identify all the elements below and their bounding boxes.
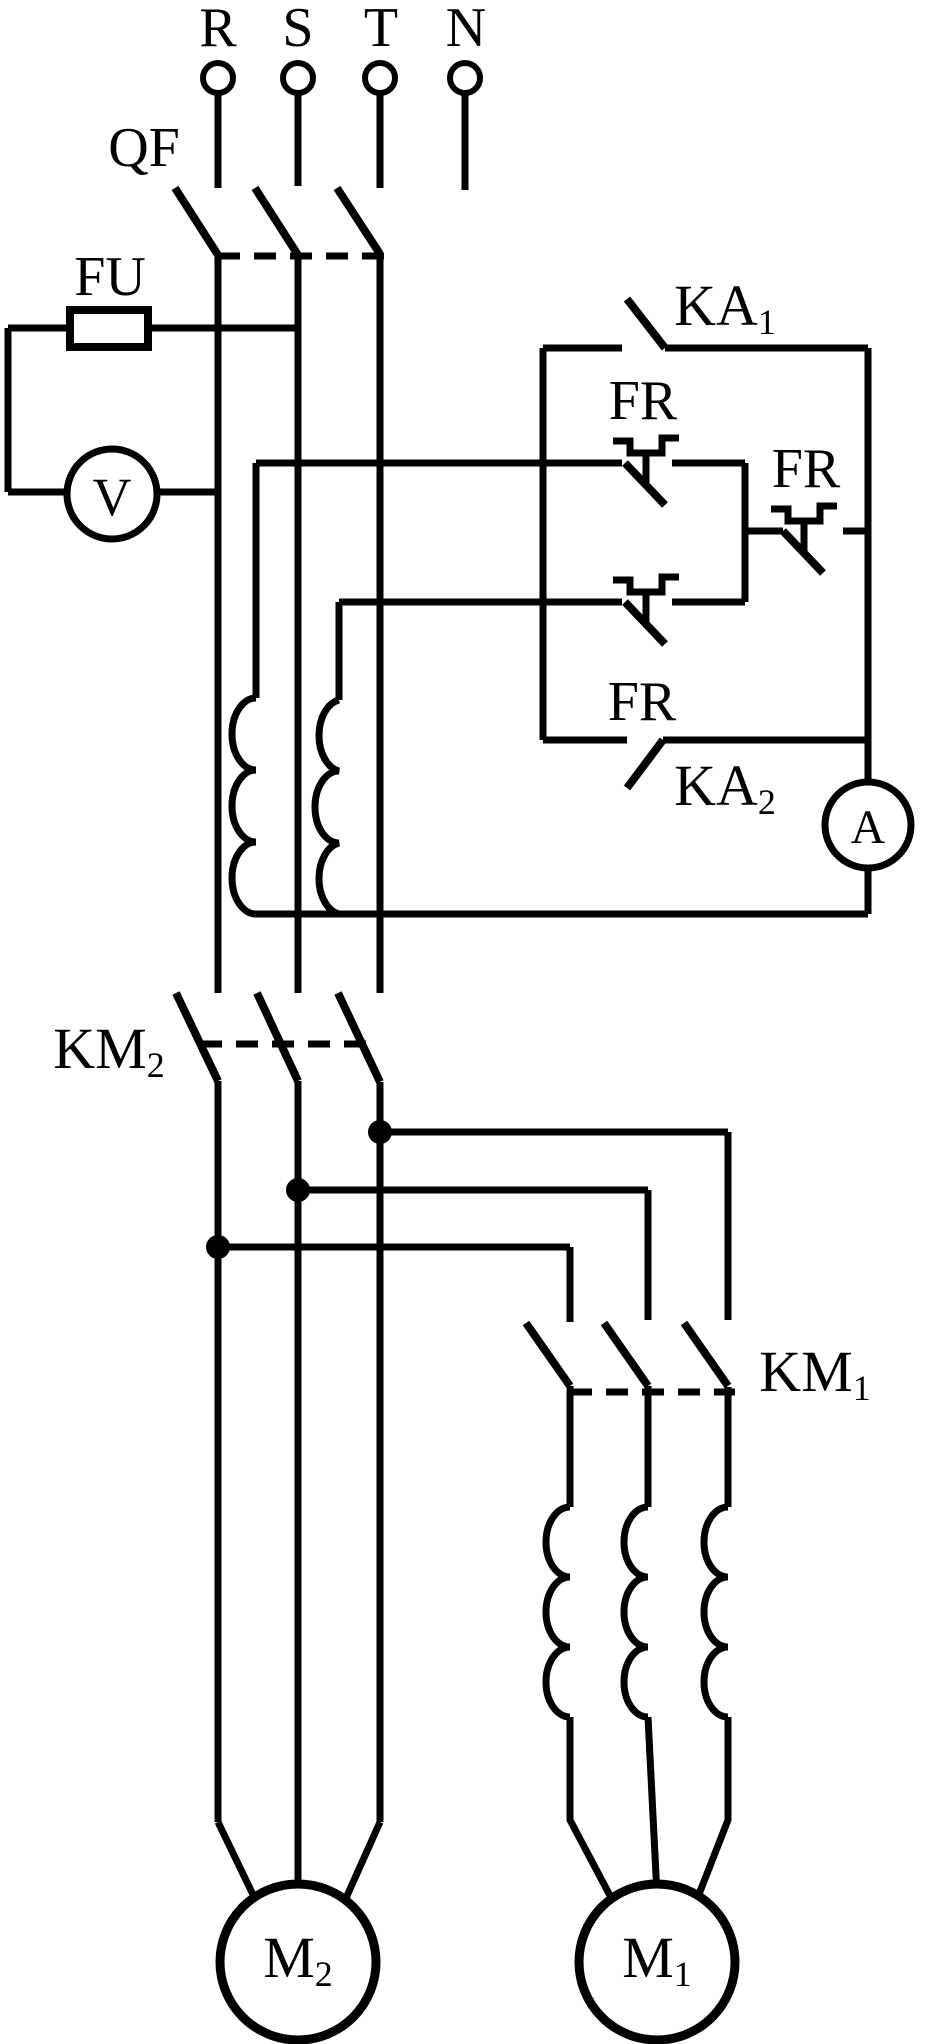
qf-breaker-blades bbox=[171, 185, 384, 258]
terminal-label-r: R bbox=[199, 0, 237, 59]
voltmeter-body bbox=[63, 445, 161, 543]
terminal-circle-r bbox=[200, 60, 236, 96]
ka1-contact-blade bbox=[623, 296, 669, 351]
terminal-label-n: N bbox=[445, 0, 487, 59]
breaker-label: QF bbox=[108, 117, 180, 179]
supply-terminal-circles bbox=[200, 60, 483, 96]
ammeter-body bbox=[821, 778, 915, 872]
km2-output-wires bbox=[214, 1081, 732, 1890]
terminal-label-t: T bbox=[363, 0, 399, 59]
terminal-circle-s bbox=[280, 60, 316, 96]
motor-m1-body bbox=[574, 1879, 740, 2044]
terminal-circle-t bbox=[362, 60, 398, 96]
fuse-body bbox=[66, 306, 152, 351]
fr-contact-blades bbox=[622, 460, 826, 647]
supply-leads bbox=[214, 93, 469, 190]
km2-label: KM2 bbox=[53, 1016, 165, 1085]
km1-contactor-blades bbox=[522, 1320, 732, 1389]
ka1-label: KA1 bbox=[674, 273, 776, 342]
ka2-label: KA2 bbox=[674, 753, 776, 822]
symbol-bodies bbox=[63, 60, 915, 2044]
fr-contact-hook-top bbox=[613, 434, 679, 483]
km2-contactor-blades bbox=[172, 991, 384, 1084]
km1-label: KM1 bbox=[759, 1339, 871, 1408]
fuse-label: FU bbox=[74, 246, 146, 308]
voltmeter-letter: V bbox=[92, 467, 132, 527]
ka2-contact-blade bbox=[623, 737, 667, 791]
motor-m2-label: M2 bbox=[263, 1925, 333, 1994]
motor-m1-label: M1 bbox=[622, 1925, 692, 1994]
phase-bus bbox=[214, 254, 384, 993]
ammeter-letter: A bbox=[850, 801, 886, 854]
switch-blades bbox=[171, 185, 826, 1389]
terminal-label-s: S bbox=[282, 0, 314, 59]
motor-m2-body bbox=[215, 1879, 381, 2044]
fr-bottom-label: FR bbox=[607, 671, 677, 733]
junction-dots bbox=[206, 1120, 392, 1259]
thermal-element-windings bbox=[542, 1503, 729, 1721]
fr-contact-hook-right bbox=[771, 502, 837, 551]
junction-dot-t bbox=[368, 1120, 392, 1144]
terminal-circle-n bbox=[447, 60, 483, 96]
relay-coil-windings bbox=[228, 694, 341, 918]
km1-output-wires bbox=[214, 1386, 732, 1909]
wires bbox=[4, 93, 872, 1909]
linkage-dashes bbox=[200, 252, 735, 1396]
fr-right-label: FR bbox=[771, 438, 841, 500]
junction-dot-r bbox=[206, 1235, 230, 1259]
fr-top-label: FR bbox=[608, 370, 678, 432]
fr-contact-hook-bottom bbox=[613, 573, 679, 622]
control-loop-wires bbox=[252, 344, 872, 918]
junction-dot-s bbox=[286, 1178, 310, 1202]
